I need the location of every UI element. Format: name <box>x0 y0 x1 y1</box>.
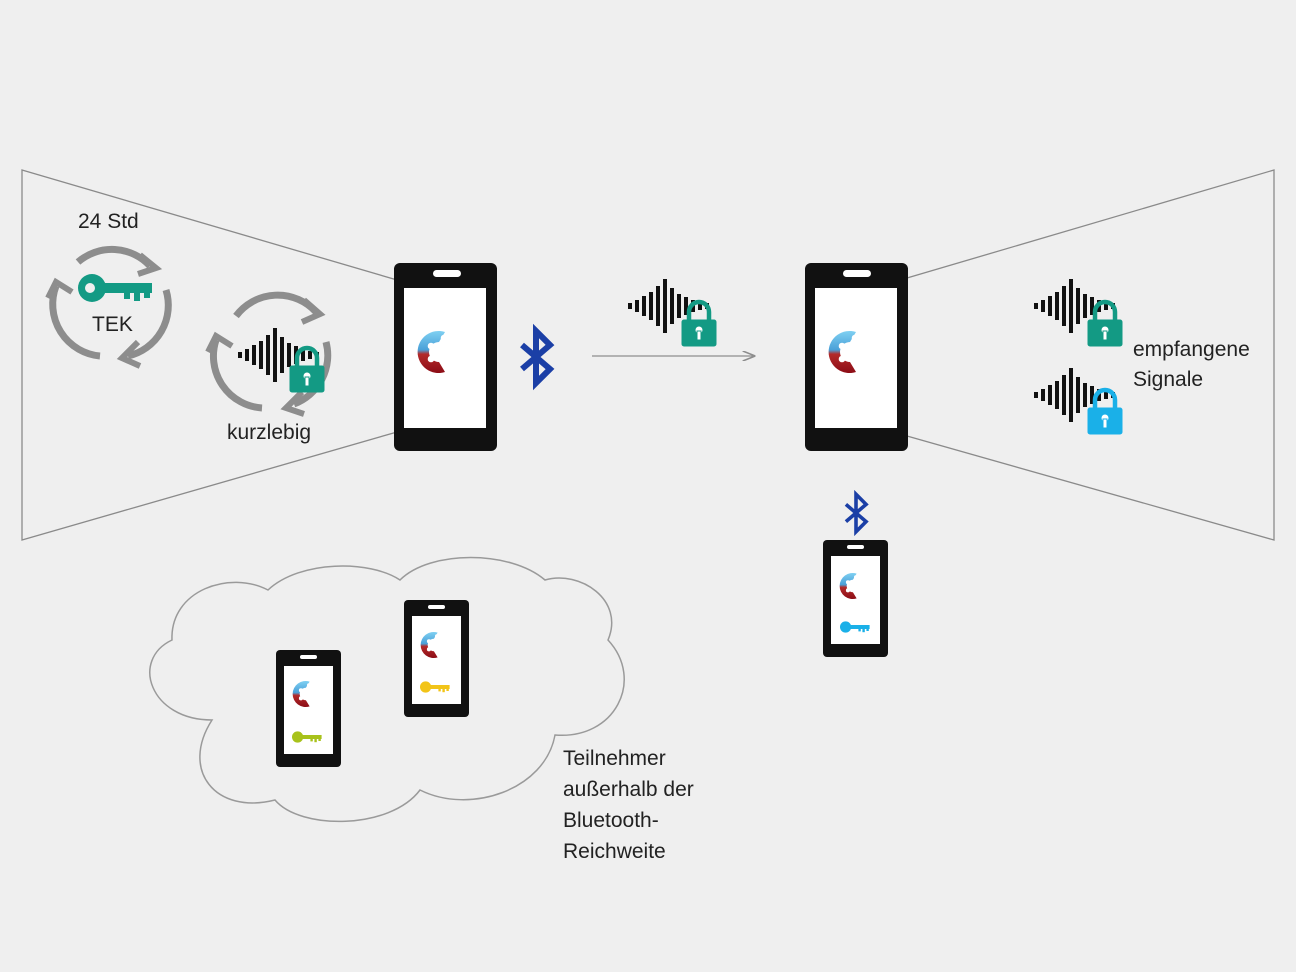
outside-range-label-4: Reichweite <box>563 840 666 863</box>
outside-range-label-2: außerhalb der <box>563 778 694 801</box>
nearby-phone <box>823 540 888 657</box>
tek-period-label: 24 Std <box>78 210 139 233</box>
remote-phone <box>276 650 341 767</box>
sender-phone <box>394 263 497 451</box>
outside-range-label-3: Bluetooth- <box>563 809 659 832</box>
receiver-phone <box>805 263 908 451</box>
remote-phone <box>404 600 469 717</box>
received-signals-label-2: Signale <box>1133 368 1204 391</box>
short-lived-label: kurzlebig <box>227 421 312 444</box>
out-of-range-cloud <box>149 556 625 823</box>
bluetooth-icon <box>844 492 868 534</box>
bluetooth-icon <box>522 331 550 383</box>
tek-rotation-icon <box>45 245 172 369</box>
tek-key-icon <box>78 274 152 302</box>
tek-label: TEK <box>92 313 133 336</box>
received-signals-label-1: empfangene <box>1133 338 1250 361</box>
outside-range-label-1: Teilnehmer <box>563 747 666 770</box>
